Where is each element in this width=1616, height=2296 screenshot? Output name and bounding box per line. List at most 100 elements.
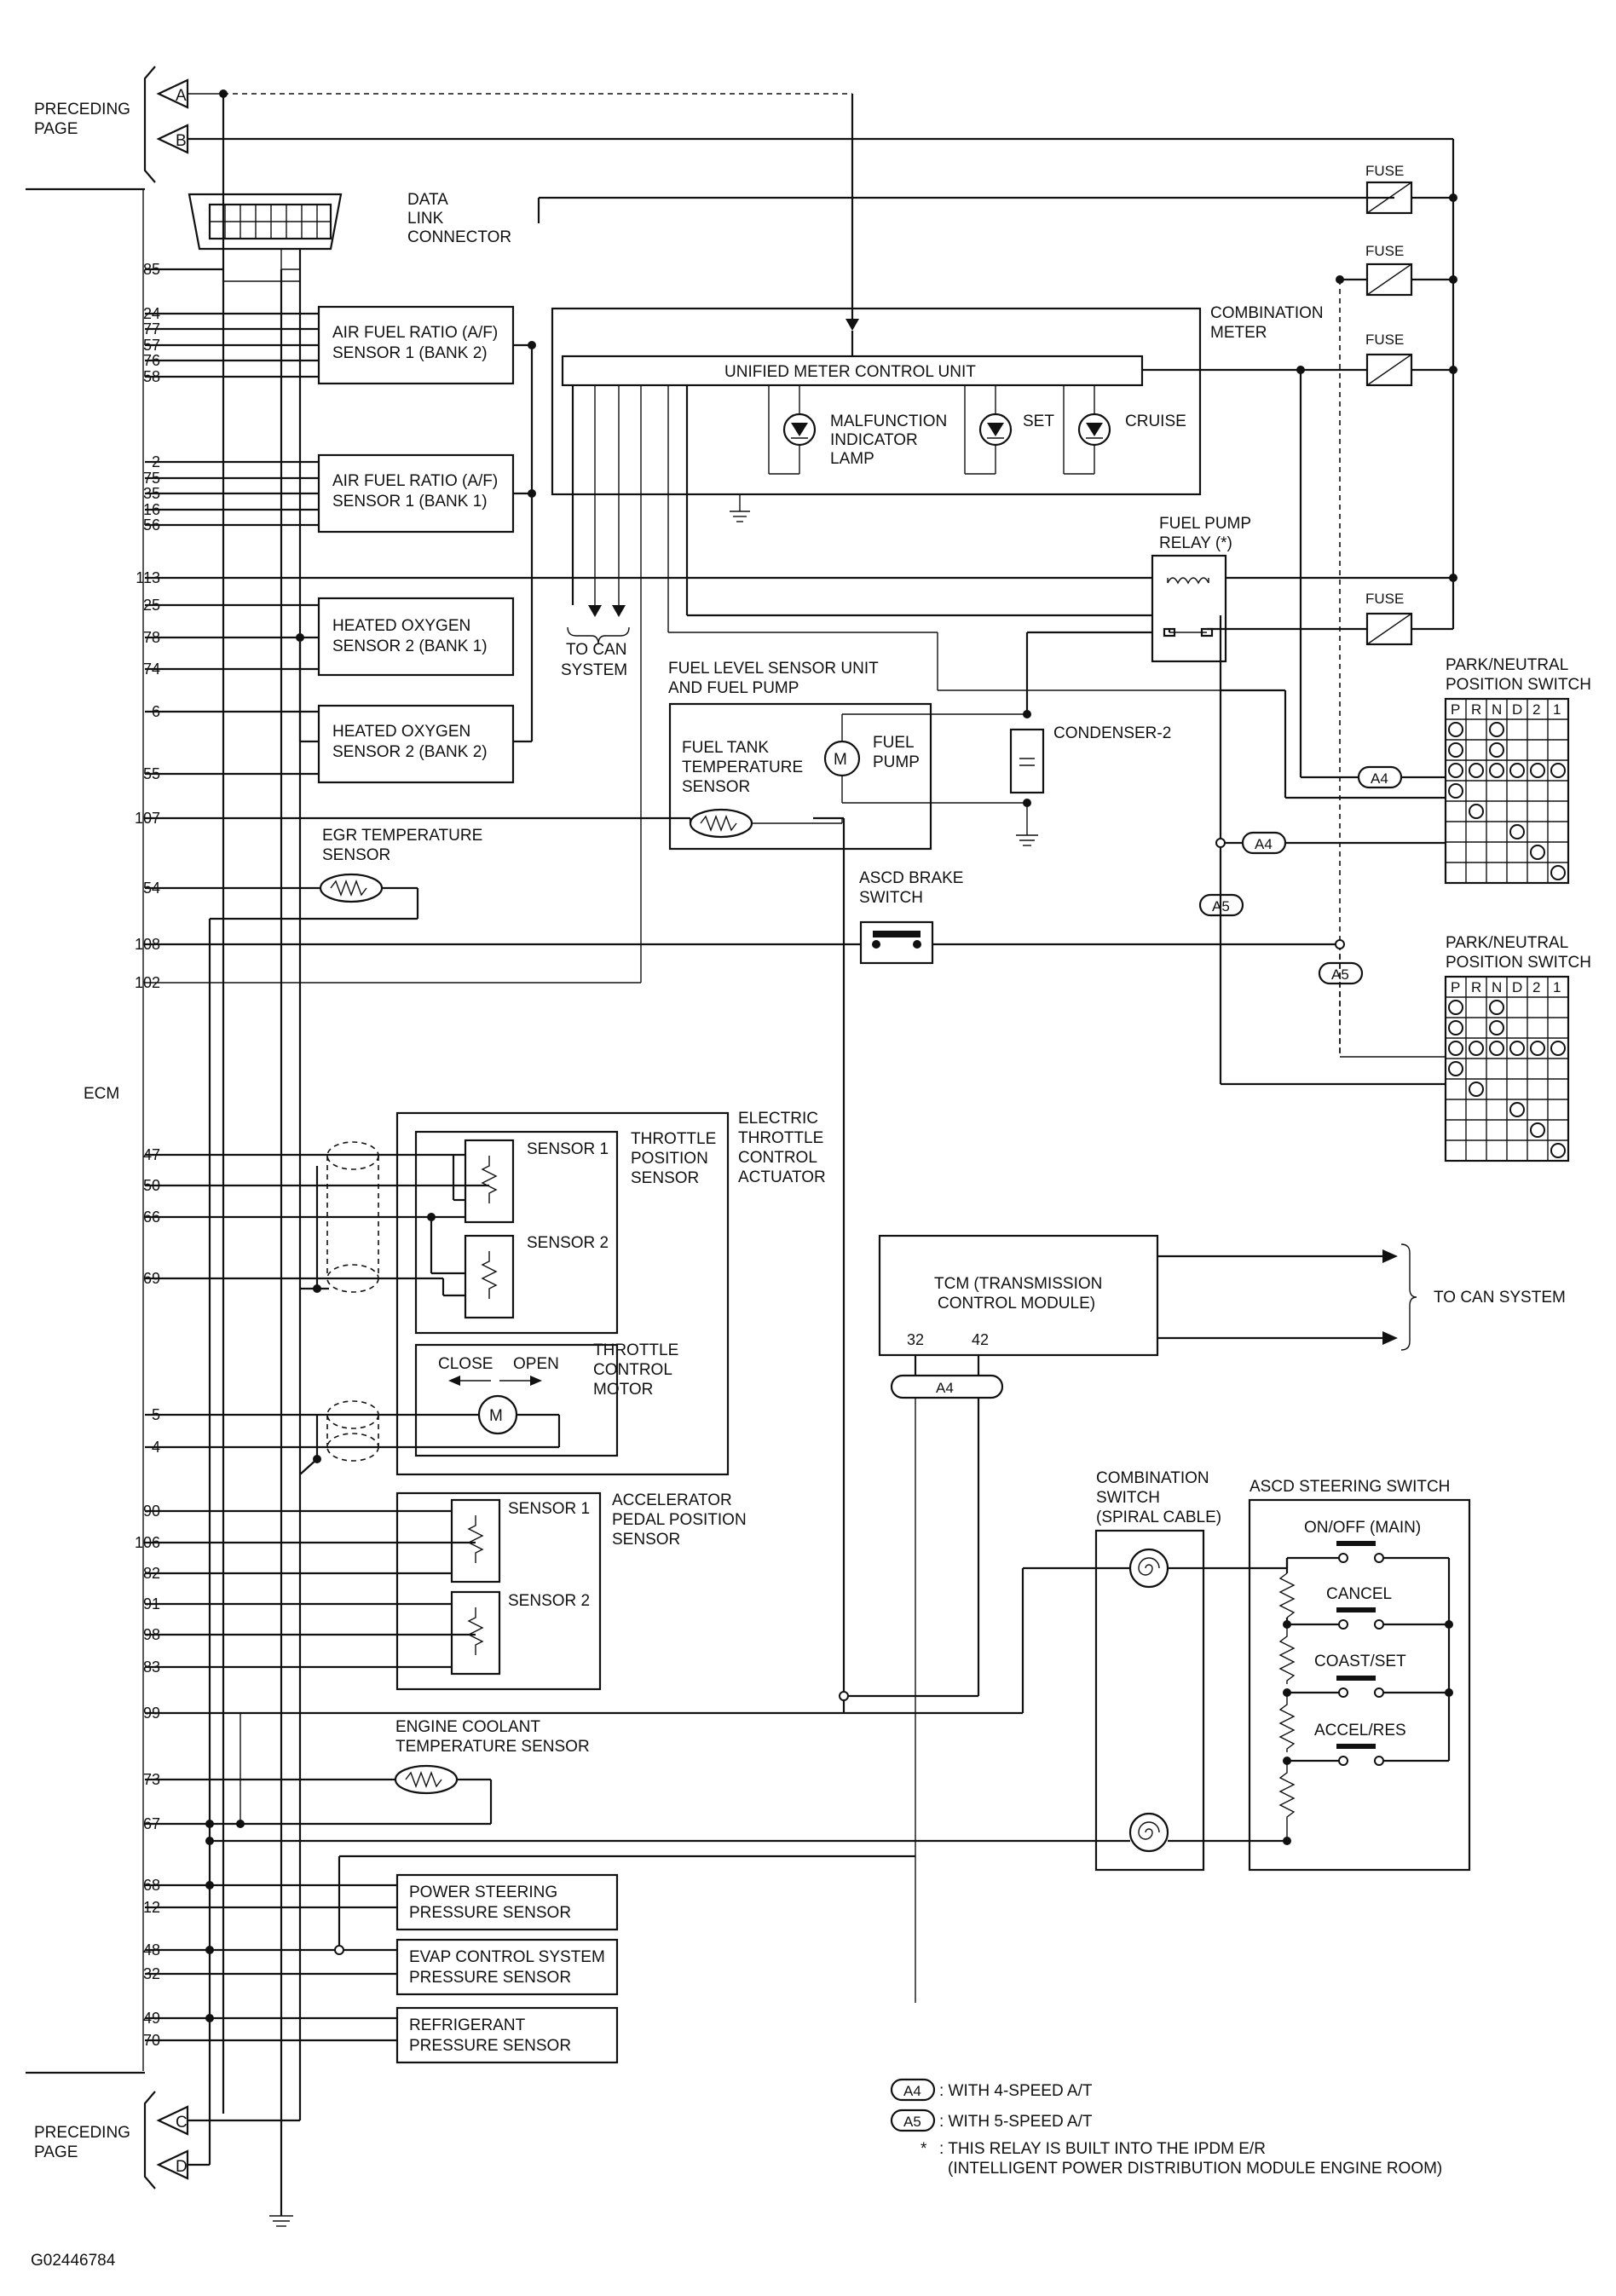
ps-line2: PRESSURE SENSOR bbox=[409, 1904, 571, 1922]
pnp4-col-0: P bbox=[1451, 701, 1460, 718]
legend-a5-text: : WITH 5-SPEED A/T bbox=[939, 2113, 1093, 2131]
af-sensor-bank1: AIR FUEL RATIO (A/F) SENSOR 1 (BANK 1) bbox=[317, 453, 515, 534]
pnp4-line1: PARK/NEUTRAL bbox=[1446, 656, 1568, 674]
dlc-label-3: CONNECTOR bbox=[407, 228, 511, 246]
ascd-brake-switch: ASCD BRAKE SWITCH bbox=[145, 869, 1336, 965]
etc-line3: CONTROL bbox=[738, 1149, 817, 1167]
throttle-motor-line1: THROTTLE bbox=[593, 1341, 678, 1359]
ho2s-bank1-line2: SENSOR 2 (BANK 1) bbox=[332, 637, 488, 655]
ho2s-bank1-line1: HEATED OXYGEN bbox=[332, 617, 470, 635]
tag-a4-1-text: A4 bbox=[1371, 770, 1388, 787]
ascd-steering-switch: ASCD STEERING SWITCH ON/OFF (MAIN) CANCE… bbox=[1248, 1478, 1471, 1872]
tcm-pin-32: 32 bbox=[907, 1331, 924, 1348]
tag-a5-1-text: A5 bbox=[1212, 898, 1230, 914]
pnp4-line2: POSITION SWITCH bbox=[1446, 676, 1591, 694]
app-sensor2-label: SENSOR 2 bbox=[508, 1592, 590, 1610]
legend-a5-tag bbox=[890, 2109, 936, 2132]
accel-res-label: ACCEL/RES bbox=[1314, 1722, 1406, 1739]
condenser-label: CONDENSER-2 bbox=[1053, 724, 1171, 742]
pnp5-col-2: N bbox=[1492, 979, 1502, 995]
tag-a5-2-text: A5 bbox=[1331, 966, 1349, 983]
pnp5-line2: POSITION SWITCH bbox=[1446, 954, 1591, 972]
dlc-label-1: DATA bbox=[407, 191, 448, 209]
ho2s-bank2-line1: HEATED OXYGEN bbox=[332, 723, 470, 741]
egr-line2: SENSOR bbox=[322, 846, 390, 864]
refrig-line2: PRESSURE SENSOR bbox=[409, 2037, 571, 2055]
refrigerant-sensor: REFRIGERANT PRESSURE SENSOR bbox=[395, 2006, 619, 2064]
fuel-tank-thermistor-icon bbox=[689, 808, 753, 839]
fuel-tank-temp-line2: TEMPERATURE bbox=[682, 759, 803, 776]
ect-line2: TEMPERATURE SENSOR bbox=[395, 1738, 590, 1756]
close-label: CLOSE bbox=[438, 1355, 493, 1373]
tcm-line2: CONTROL MODULE) bbox=[938, 1295, 1095, 1312]
ascd-brake-line1: ASCD BRAKE bbox=[859, 869, 963, 887]
fuel-pump-line2: PUMP bbox=[873, 753, 920, 771]
fuel-level-sensor-unit: FUEL LEVEL SENSOR UNIT AND FUEL PUMP FUE… bbox=[668, 660, 1031, 851]
ho2s-bank1: HEATED OXYGEN SENSOR 2 (BANK 1) bbox=[317, 597, 515, 677]
spiral-cable-top-icon bbox=[1128, 1548, 1169, 1589]
mil-line1: MALFUNCTION bbox=[830, 412, 947, 430]
etc-line4: ACTUATOR bbox=[738, 1168, 826, 1186]
fuse-label-2: FUSE bbox=[1365, 243, 1404, 259]
mil-line2: INDICATOR bbox=[830, 431, 918, 449]
app-line2: PEDAL POSITION bbox=[612, 1511, 747, 1529]
comb-switch-line3: (SPIRAL CABLE) bbox=[1096, 1509, 1221, 1526]
pnp4-col-2: N bbox=[1492, 701, 1502, 718]
tag-a5-2 bbox=[1318, 961, 1364, 985]
comb-meter-line1: COMBINATION bbox=[1210, 304, 1324, 322]
throttle-motor-m: M bbox=[489, 1407, 503, 1425]
comb-meter-line2: METER bbox=[1210, 324, 1267, 342]
egr-thermistor-icon bbox=[319, 873, 384, 903]
tps-line1: THROTTLE bbox=[631, 1130, 716, 1148]
to-can-1-line1: TO CAN bbox=[566, 641, 626, 659]
ps-line1: POWER STEERING bbox=[409, 1884, 557, 1901]
to-can-2-label: TO CAN SYSTEM bbox=[1434, 1289, 1566, 1307]
app-sensor1-icon bbox=[450, 1498, 501, 1584]
dlc-label-2: LINK bbox=[407, 210, 444, 228]
connector-b-label: B bbox=[176, 132, 187, 150]
tps-line3: SENSOR bbox=[631, 1169, 699, 1187]
ect-line1: ENGINE COOLANT bbox=[395, 1718, 540, 1736]
af-bank1-line1: AIR FUEL RATIO (A/F) bbox=[332, 472, 498, 490]
ho2s-bank2-line2: SENSOR 2 (BANK 2) bbox=[332, 743, 488, 761]
app-sensor1-label: SENSOR 1 bbox=[508, 1500, 590, 1518]
pnp4-col-3: D bbox=[1512, 701, 1522, 718]
af-bank2-line1: AIR FUEL RATIO (A/F) bbox=[332, 324, 498, 342]
preceding-page-top-line1: PRECEDING bbox=[34, 101, 130, 118]
pnp5-col-0: P bbox=[1451, 979, 1460, 995]
preceding-page-top: PRECEDING PAGE A B bbox=[34, 66, 1455, 2114]
evap-line1: EVAP CONTROL SYSTEM bbox=[409, 1948, 605, 1966]
tag-a5-1 bbox=[1198, 893, 1244, 917]
tps-line2: POSITION bbox=[631, 1150, 708, 1168]
ho2s-bank2: HEATED OXYGEN SENSOR 2 (BANK 2) bbox=[317, 704, 515, 784]
data-link-connector: DATA LINK CONNECTOR bbox=[145, 191, 1394, 2114]
legend-a5-tag-text: A5 bbox=[903, 2114, 921, 2130]
tag-a4-2-text: A4 bbox=[1255, 836, 1273, 852]
fuse-label-1: FUSE bbox=[1365, 163, 1404, 179]
fuel-tank-temp-line1: FUEL TANK bbox=[682, 739, 769, 757]
set-label: SET bbox=[1023, 412, 1054, 430]
legend-a4-text: : WITH 4-SPEED A/T bbox=[939, 2082, 1093, 2100]
cruise-label: CRUISE bbox=[1125, 412, 1186, 430]
open-label: OPEN bbox=[513, 1355, 559, 1373]
ecm-label: ECM bbox=[84, 1085, 119, 1103]
tcm: TCM (TRANSMISSION CONTROL MODULE) 32 42 … bbox=[839, 1234, 1566, 2003]
pnp4-col-4: 2 bbox=[1532, 701, 1540, 718]
egr-line1: EGR TEMPERATURE bbox=[322, 827, 482, 845]
pnp5-col-3: D bbox=[1512, 979, 1522, 995]
fuse-label-3: FUSE bbox=[1365, 332, 1404, 348]
fuel-tank-temp-line3: SENSOR bbox=[682, 778, 750, 796]
tag-a4-tcm bbox=[890, 1374, 1004, 1399]
on-off-label: ON/OFF (MAIN) bbox=[1304, 1519, 1421, 1537]
condenser-2: CONDENSER-2 bbox=[1009, 724, 1171, 846]
cancel-label: CANCEL bbox=[1326, 1585, 1392, 1603]
relay-line1: FUEL PUMP bbox=[1159, 515, 1251, 533]
fuel-pump-motor-m: M bbox=[834, 751, 847, 769]
preceding-page-top-line2: PAGE bbox=[34, 120, 78, 138]
legend-a4-tag-text: A4 bbox=[903, 2083, 921, 2099]
app-line1: ACCELERATOR bbox=[612, 1491, 732, 1509]
af-bank1-line2: SENSOR 1 (BANK 1) bbox=[332, 493, 488, 511]
connector-c-label: C bbox=[176, 2114, 188, 2132]
